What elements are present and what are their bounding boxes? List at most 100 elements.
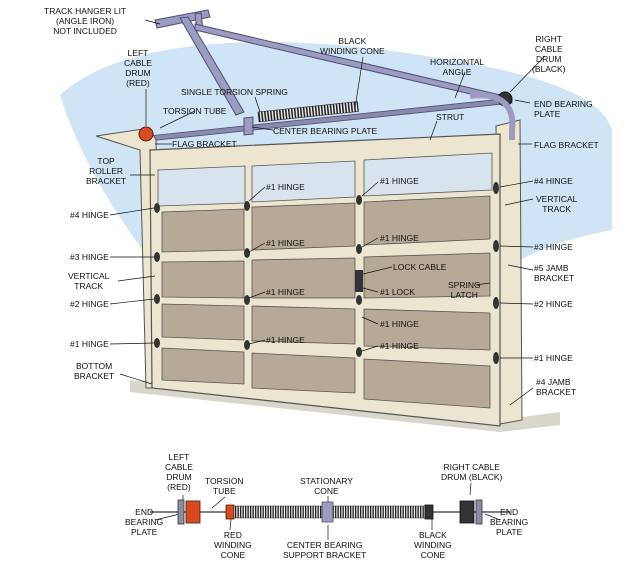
- label-bottom-bracket-line-1: BOTTOM: [75, 361, 113, 371]
- label-center-bearing-plate: CENTER BEARING PLATE: [273, 126, 378, 136]
- spring-detail-assembly: [150, 499, 510, 525]
- label-lock-cable: LOCK CABLE: [393, 262, 447, 272]
- label-jamb4: #4 JAMB BRACKET: [536, 377, 576, 397]
- detail-left-cable-drum: [185, 500, 201, 524]
- label-vertical-track-right-line-2: TRACK: [542, 204, 572, 214]
- label-detail-red-winding-cone: RED WINDING CONE: [214, 530, 252, 560]
- right-track-curve: [469, 92, 516, 140]
- label-detail-red-winding-cone-line-1: RED: [223, 530, 242, 540]
- detail-stationary-cone: [321, 501, 334, 523]
- label-torsion-tube: TORSION TUBE: [163, 106, 227, 116]
- label-detail-black-winding-cone-line-3: CONE: [420, 550, 446, 560]
- label-left-cable-drum-line-1: LEFT: [127, 48, 149, 58]
- detail-spring-right: [332, 505, 426, 519]
- label-bottom-bracket-line-2: BRACKET: [74, 371, 115, 381]
- label-jamb4-line-1: #4 JAMB: [536, 377, 571, 387]
- label-detail-right-cable-drum-line-1: RIGHT CABLE: [443, 462, 500, 472]
- label-track-hanger-line-2: (ANGLE IRON): [56, 16, 115, 26]
- panel-4-3: [363, 308, 491, 351]
- label-track-hanger-line-1: TRACK HANGER LIT: [44, 6, 127, 16]
- label-hinge4-right: #4 HINGE: [534, 176, 573, 186]
- panel-2-2: [251, 202, 356, 251]
- label-jamb4-line-2: BRACKET: [536, 387, 577, 397]
- label-hinge2-left: #2 HINGE: [70, 299, 109, 309]
- label-detail-red-winding-cone-line-3: CONE: [220, 550, 246, 560]
- label-hinge1-c: #1 HINGE: [266, 238, 305, 248]
- panel-5-1: [161, 347, 245, 385]
- label-vertical-track-right: VERTICAL TRACK: [536, 194, 577, 214]
- panel-3-3: [363, 252, 491, 299]
- panel-2-3: [363, 195, 491, 246]
- window-3: [363, 152, 493, 197]
- panel-3-1: [161, 260, 245, 299]
- label-top-roller-bracket-line-2: ROLLER: [89, 166, 124, 176]
- label-bottom-bracket: BOTTOM BRACKET: [74, 361, 114, 381]
- detail-black-winding-cone: [424, 504, 434, 520]
- label-spring-latch: SPRING LATCH: [448, 280, 481, 300]
- label-detail-left-cable-drum-line-1: LEFT: [168, 452, 190, 462]
- label-hinge1-d: #1 HINGE: [380, 233, 419, 243]
- label-spring-latch-line-1: SPRING: [448, 280, 481, 290]
- label-end-bearing-plate-line-2: PLATE: [534, 109, 561, 119]
- label-vertical-track-left: VERTICAL TRACK: [68, 271, 109, 291]
- hinges: [154, 182, 499, 364]
- label-flag-bracket-right: FLAG BRACKET: [534, 140, 599, 150]
- label-left-cable-drum-line-2: CABLE: [124, 58, 152, 68]
- label-detail-stationary-cone: STATIONARY CONE: [300, 476, 353, 496]
- label-right-cable-drum-line-4: (BLACK): [532, 64, 566, 74]
- label-detail-torsion-tube: TORSION TUBE: [205, 476, 244, 496]
- label-detail-left-cable-drum: LEFT CABLE DRUM (RED): [165, 452, 193, 492]
- detail-end-bearing-left: [177, 499, 185, 525]
- label-spring-latch-line-2: LATCH: [450, 290, 478, 300]
- label-black-winding-cone-line-2: WINDING CONE: [320, 46, 385, 56]
- label-top-roller-bracket-line-3: BRACKET: [86, 176, 127, 186]
- label-jamb5: #5 JAMB BRACKET: [534, 263, 574, 283]
- panel-5-2: [251, 352, 356, 394]
- label-hinge2-right: #2 HINGE: [534, 299, 573, 309]
- label-hinge1-h: #1 HINGE: [380, 341, 419, 351]
- label-left-cable-drum: LEFT CABLE DRUM (RED): [124, 48, 152, 88]
- label-left-cable-drum-line-3: DRUM: [125, 68, 151, 78]
- detail-red-winding-cone: [225, 504, 235, 520]
- label-detail-left-cable-drum-line-4: (RED): [167, 482, 191, 492]
- label-detail-red-winding-cone-line-2: WINDING: [214, 540, 252, 550]
- panel-3-2: [251, 257, 356, 299]
- label-hinge1-a: #1 HINGE: [266, 182, 305, 192]
- label-vertical-track-left-line-2: TRACK: [74, 281, 104, 291]
- label-detail-left-cable-drum-line-3: DRUM: [166, 472, 192, 482]
- label-right-cable-drum-line-1: RIGHT: [535, 34, 562, 44]
- label-flag-bracket-left: FLAG BRACKET: [172, 139, 237, 149]
- label-detail-end-bearing-left-line-1: END: [135, 507, 154, 517]
- detail-spring-left: [233, 505, 323, 519]
- label-detail-torsion-tube-line-1: TORSION: [205, 476, 244, 486]
- label-vertical-track-left-line-1: VERTICAL: [68, 271, 110, 281]
- label-right-cable-drum-line-2: CABLE: [534, 44, 563, 54]
- label-hinge1-e: #1 HINGE: [266, 287, 305, 297]
- label-detail-end-bearing-right-line-3: PLATE: [495, 527, 523, 537]
- label-hinge4-left: #4 HINGE: [70, 210, 109, 220]
- detail-right-cable-drum: [459, 500, 475, 524]
- label-top-roller-bracket-line-1: TOP: [97, 156, 115, 166]
- center-bearing-plate: [243, 116, 254, 136]
- label-hinge1-g: #1 HINGE: [266, 335, 305, 345]
- label-detail-left-cable-drum-line-2: CABLE: [165, 462, 193, 472]
- label-top-roller-bracket: TOP ROLLER BRACKET: [86, 156, 126, 186]
- label-end-bearing-plate-line-1: END BEARING: [534, 99, 593, 109]
- label-detail-stationary-cone-line-2: CONE: [314, 486, 339, 496]
- label-detail-center-bearing-line-2: SUPPORT BRACKET: [283, 550, 367, 560]
- window-2: [251, 160, 356, 203]
- label-right-cable-drum-line-3: DRUM: [536, 54, 562, 64]
- label-detail-end-bearing-left-line-3: PLATE: [130, 527, 158, 537]
- left-cable-drum: [138, 126, 154, 142]
- label-right-cable-drum: RIGHT CABLE DRUM (BLACK): [532, 34, 566, 74]
- label-detail-center-bearing-line-1: CENTER BEARING: [286, 540, 363, 550]
- label-hinge1-f: #1 HINGE: [380, 319, 419, 329]
- label-black-winding-cone-line-1: BLACK: [338, 36, 367, 46]
- panel-2-1: [161, 208, 245, 253]
- label-detail-black-winding-cone-line-1: BLACK: [418, 530, 447, 540]
- label-detail-torsion-tube-line-2: TUBE: [212, 486, 236, 496]
- label-detail-right-cable-drum: RIGHT CABLE DRUM (BLACK): [441, 462, 502, 482]
- track-hanger-angle-iron: [154, 9, 245, 116]
